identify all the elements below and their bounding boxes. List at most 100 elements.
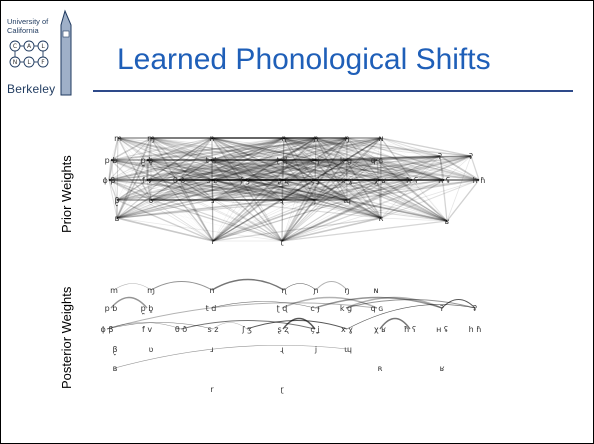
prior-edge (283, 137, 382, 219)
prior-edge (411, 179, 448, 222)
prior-edge (346, 179, 381, 201)
prior-edge (283, 137, 441, 157)
prior-edge (211, 137, 283, 242)
prior-edge (146, 159, 283, 242)
prior-edge (116, 159, 283, 201)
prior-edge (211, 159, 378, 181)
prior-edge (110, 159, 246, 181)
prior-edge (380, 137, 441, 157)
prior-edge (212, 179, 381, 242)
prior-edge (110, 159, 316, 181)
phoneme-label: p b (105, 156, 118, 165)
phoneme-label: ɳ (281, 286, 287, 295)
prior-edge (281, 155, 441, 242)
prior-edge (281, 179, 480, 242)
prior-edge (210, 159, 283, 242)
phoneme-label: ɰ (343, 196, 351, 205)
prior-edge (110, 159, 118, 219)
prior-edge (116, 137, 119, 201)
prior-edge (281, 137, 382, 201)
prior-edge (314, 155, 441, 201)
phoneme-label: ɴ (373, 286, 378, 295)
seal-letter: C (13, 43, 17, 50)
phoneme-label: c ɟ (310, 156, 320, 165)
prior-edge (315, 137, 378, 161)
phoneme-label: ɻ (280, 345, 284, 354)
prior-edge (110, 159, 213, 181)
prior-edge (211, 137, 316, 181)
prior-edge (244, 155, 441, 181)
prior-edge (116, 137, 119, 219)
prior-edge (211, 137, 283, 161)
prior-edge (146, 179, 316, 201)
prior-edge (146, 137, 152, 181)
phoneme-label: ɴ (378, 134, 383, 143)
posterior-edge (345, 299, 476, 309)
prior-edge (116, 179, 246, 201)
prior-edge (211, 137, 246, 181)
phoneme-label: m (114, 134, 122, 143)
prior-edge (212, 217, 382, 242)
phoneme-label: ç ʝ (310, 325, 320, 334)
prior-edge (110, 159, 118, 201)
posterior-edge (246, 320, 348, 330)
prior-edge (150, 159, 212, 201)
phoneme-label: ʁ (440, 364, 445, 373)
prior-edge (281, 159, 378, 201)
prior-edge (150, 159, 347, 201)
prior-edge (116, 179, 148, 219)
prior-edge (150, 137, 283, 201)
prior-edge (244, 179, 348, 201)
prior-edge (283, 137, 348, 201)
prior-edge (281, 179, 445, 201)
prior-edge (315, 137, 472, 157)
prior-edge (283, 137, 445, 181)
prior-edge (211, 137, 348, 181)
prior-edge (212, 199, 382, 219)
prior-edge (244, 159, 378, 181)
prior-edge (150, 137, 317, 201)
prior-edge (212, 159, 283, 201)
prior-edge (146, 159, 316, 201)
prior-edge (212, 159, 347, 201)
prior-edge (380, 179, 480, 219)
prior-edge (146, 137, 317, 161)
prior-edge (146, 159, 316, 181)
prior-edge (315, 137, 382, 219)
phoneme-label: n (209, 286, 214, 295)
prior-edge (212, 199, 283, 242)
prior-edge (110, 137, 152, 161)
prior-edge (281, 159, 347, 201)
phoneme-label: ʡ (473, 304, 477, 313)
prior-edge (346, 137, 378, 161)
posterior-edge (314, 296, 443, 309)
prior-edge (211, 137, 316, 161)
prior-edge (178, 137, 382, 181)
prior-edge (108, 159, 148, 181)
prior-edge (178, 137, 285, 181)
prior-edge (108, 179, 118, 219)
prior-edge (210, 137, 348, 161)
prior-edge (281, 159, 378, 242)
weight-edges (106, 278, 476, 369)
prior-edge (117, 137, 316, 201)
prior-edge (282, 137, 317, 181)
phoneme-label: ʜ ʢ (438, 176, 450, 185)
posterior-edge (441, 299, 476, 309)
prior-edge (283, 137, 378, 161)
prior-edge (314, 179, 445, 201)
prior-edge (211, 137, 348, 201)
phoneme-label: ʙ (115, 214, 120, 223)
phoneme-label: θ ð (173, 176, 185, 185)
posterior-edge (346, 304, 476, 330)
prior-edge (282, 137, 285, 181)
prior-edge (345, 137, 348, 161)
prior-edge (376, 159, 381, 181)
prior-edge (281, 159, 348, 201)
prior-edge (443, 179, 448, 222)
prior-edge (116, 179, 148, 201)
prior-edge (211, 137, 284, 181)
prior-edge (346, 155, 441, 181)
